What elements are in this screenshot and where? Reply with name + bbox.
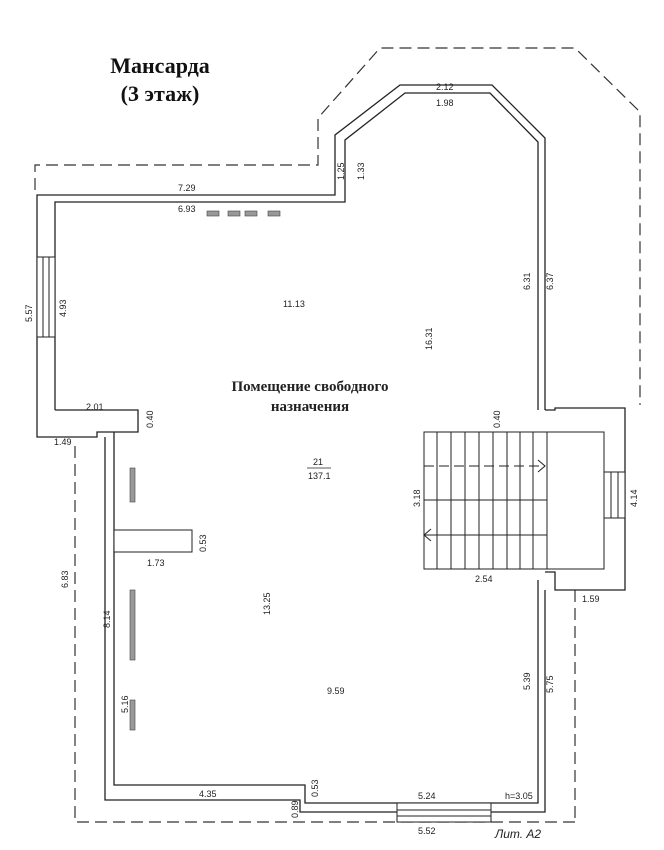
dim-left-outer: 5.57 <box>24 304 34 322</box>
room-name-line-2: назначения <box>270 399 350 415</box>
dim-width-upper: 11.13 <box>283 299 305 309</box>
window-left <box>36 256 56 338</box>
window-stair <box>603 471 626 519</box>
title-line-2: (3 этаж) <box>120 81 200 106</box>
dim-top-outer: 7.29 <box>178 183 196 193</box>
outer-boundary <box>34 47 641 405</box>
radiators <box>129 210 281 731</box>
dim-stair-height: 3.18 <box>412 489 422 507</box>
dim-bottom-left: 4.35 <box>199 789 217 799</box>
dim-bottom-inner: 5.24 <box>418 791 436 801</box>
dim-bay-left-outer: 1.25 <box>336 162 346 180</box>
inner-wall <box>54 92 539 410</box>
dim-bay-top-outer: 2.12 <box>436 82 454 92</box>
dim-ledge-width: 2.01 <box>86 402 104 412</box>
dim-right-upper-outer: 6.37 <box>545 272 555 290</box>
dim-left-bottom: 5.16 <box>120 695 130 713</box>
dim-bay-top-inner: 1.98 <box>436 98 454 108</box>
dim-width-lower: 9.59 <box>327 686 345 696</box>
dim-right-lower-outer: 5.75 <box>545 675 555 693</box>
staircase <box>423 431 605 570</box>
dim-length-lower: 13.25 <box>262 592 272 615</box>
dim-left-lower-inner: 8.14 <box>102 610 112 628</box>
height-label: h=3.05 <box>505 791 533 801</box>
dim-right-lower-inner: 5.39 <box>522 672 532 690</box>
room-name-line-1: Помещение свободного <box>231 379 389 395</box>
left-lower-inner <box>113 432 539 804</box>
dim-length-main: 16.31 <box>424 327 434 350</box>
outer-wall <box>36 84 546 435</box>
dim-partition-width: 1.73 <box>147 558 165 568</box>
plan-title: Мансарда (3 этаж) <box>80 52 240 108</box>
partition <box>113 529 193 553</box>
dim-left-lower-outer: 6.83 <box>60 570 70 588</box>
room-number: 21 <box>313 457 323 467</box>
room-area: 137.1 <box>308 471 331 481</box>
room-name: Помещение свободного назначения <box>190 377 430 417</box>
title-line-1: Мансарда <box>110 53 210 78</box>
dim-stair-box-side: 4.14 <box>629 489 639 507</box>
dim-left-inner: 4.93 <box>58 299 68 317</box>
window-bottom <box>396 802 492 823</box>
dim-bay-left-inner: 1.33 <box>356 162 366 180</box>
dim-stair-box-bottom: 1.59 <box>582 594 600 604</box>
dimension-labels: 7.29 6.93 2.12 1.98 11.13 2.01 1.49 1.73… <box>24 82 639 841</box>
dim-corner-a: 0.53 <box>310 779 320 797</box>
dim-stair-width: 2.54 <box>475 574 493 584</box>
dim-ledge-depth: 0.40 <box>145 410 155 428</box>
ledge-wall <box>36 409 139 438</box>
dim-partition-depth: 0.53 <box>198 534 208 552</box>
dim-top-inner: 6.93 <box>178 204 196 214</box>
dim-corner-b: 0.89 <box>290 800 300 818</box>
dim-bottom-outer: 5.52 <box>418 826 436 836</box>
dim-stair-top: 0.40 <box>492 410 502 428</box>
dim-right-upper-inner: 6.31 <box>522 272 532 290</box>
dim-ledge-outer: 1.49 <box>54 437 72 447</box>
lit-label: Лит. А2 <box>494 827 541 841</box>
left-lower-wall <box>104 437 546 813</box>
